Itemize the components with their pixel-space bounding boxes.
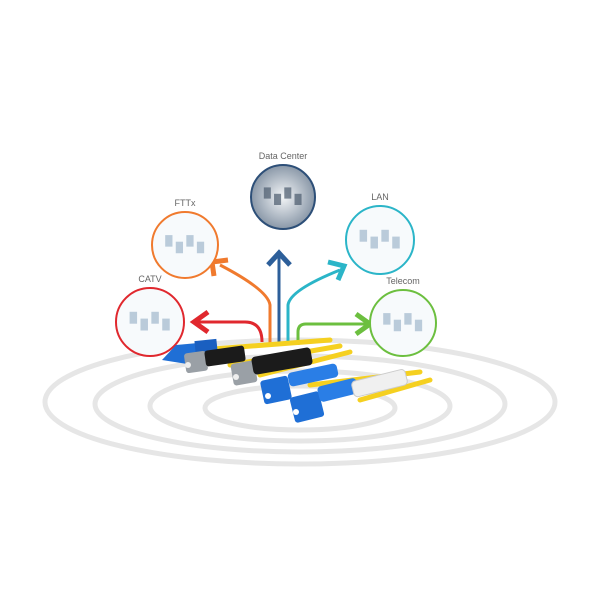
- application-label: CATV: [138, 274, 161, 284]
- sc-connector-blue-2: [289, 369, 408, 423]
- satellite-telecom-icon: [369, 289, 437, 357]
- office-lan-icon: [345, 205, 415, 275]
- fiber-patch-cables: [162, 337, 433, 423]
- catv-network-icon-art: [129, 311, 170, 331]
- application-catv: CATV: [115, 274, 185, 357]
- application-label: Data Center: [259, 151, 308, 161]
- fttx-network-icon-art: [165, 235, 205, 254]
- catv-network-icon: [115, 287, 185, 357]
- server-room-icon: [250, 164, 316, 230]
- fc-connector-black-2: [230, 347, 313, 386]
- application-datacenter: Data Center: [250, 151, 316, 230]
- application-label: FTTx: [175, 198, 196, 208]
- arrow-lan: [286, 259, 348, 345]
- office-lan-icon-art: [359, 229, 400, 249]
- application-label: LAN: [371, 192, 389, 202]
- satellite-telecom-icon-art: [383, 313, 423, 332]
- fttx-network-icon: [151, 211, 219, 279]
- server-room-icon-art: [263, 187, 302, 205]
- application-fttx: FTTx: [151, 198, 219, 279]
- arrow-catv: [189, 309, 264, 343]
- application-lan: LAN: [345, 192, 415, 275]
- application-label: Telecom: [386, 276, 420, 286]
- application-telecom: Telecom: [369, 276, 437, 357]
- arrow-datacenter: [266, 249, 292, 345]
- sc-connector-blue-1: [260, 363, 339, 405]
- fc-connector-black-1: [184, 345, 246, 374]
